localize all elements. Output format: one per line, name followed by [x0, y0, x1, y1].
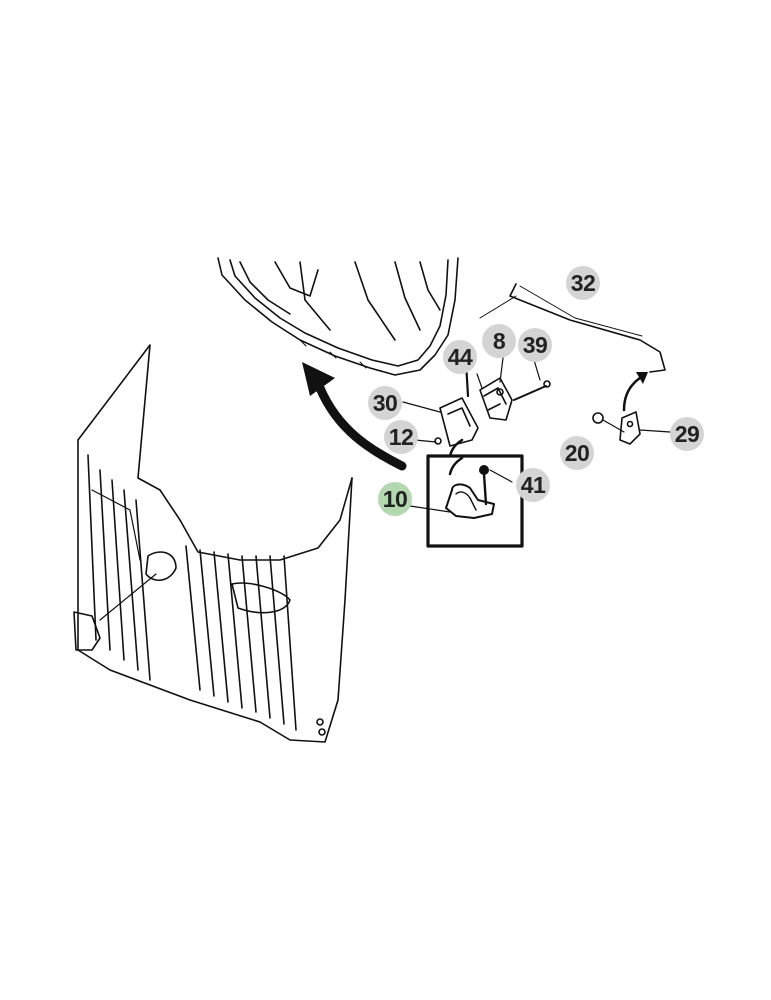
- callout-12: 12: [384, 420, 418, 454]
- callout-10: 10: [378, 482, 412, 516]
- callout-32: 32: [566, 266, 600, 300]
- grille-panel: [73, 344, 353, 743]
- highlight-box: [409, 454, 524, 548]
- latch-clip: [592, 411, 671, 445]
- callout-44: 44: [443, 340, 477, 374]
- callout-20: 20: [560, 436, 594, 470]
- assembly-arrow: [302, 362, 407, 471]
- callout-29: 29: [670, 417, 704, 451]
- callout-30: 30: [368, 386, 402, 420]
- latch-arrow: [622, 372, 648, 412]
- release-rod: [479, 283, 666, 373]
- hood-panel: [217, 257, 459, 376]
- callout-41: 41: [516, 468, 550, 502]
- callout-8: 8: [482, 324, 516, 358]
- callout-39: 39: [518, 328, 552, 362]
- latch-bracket: [402, 357, 551, 458]
